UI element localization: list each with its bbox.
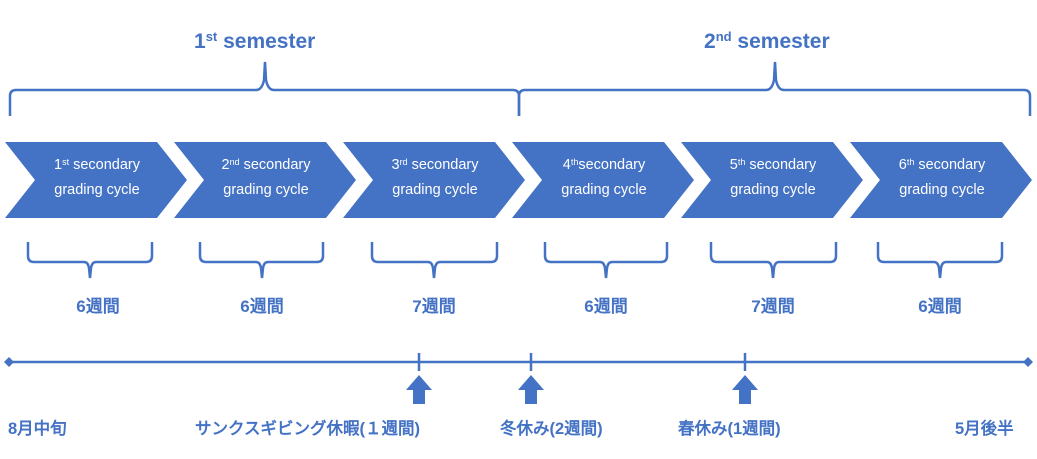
timeline-end-diamond xyxy=(1023,357,1033,367)
cycle-label-5: 5th secondary grading cycle xyxy=(729,157,817,198)
cycle-chevron-4 xyxy=(512,142,694,218)
weeks-brace-5 xyxy=(709,242,838,279)
weeks-label-1: 6週間 xyxy=(76,297,120,316)
marker-arrow-1 xyxy=(406,375,432,404)
semester-2-title: 2nd semester xyxy=(704,29,830,53)
marker-arrow-3 xyxy=(732,375,758,404)
semester-1-title: 1st semester xyxy=(194,29,316,53)
timeline-end-label: 5月後半 xyxy=(955,420,1014,438)
weeks-brace-1 xyxy=(26,242,154,279)
weeks-label-2: 6週間 xyxy=(240,297,284,316)
marker-label-thanksgiving: サンクスギビング休暇(１週間) xyxy=(195,420,420,438)
marker-label-spring: 春休み(1週間) xyxy=(678,420,781,438)
marker-arrow-2 xyxy=(518,375,544,404)
semester-1-brace xyxy=(8,61,521,116)
weeks-label-6: 6週間 xyxy=(918,297,962,316)
cycle-label-1: 1st secondary grading cycle xyxy=(53,157,141,198)
weeks-label-5: 7週間 xyxy=(751,297,795,316)
cycle-label-3: 3rd secondary grading cycle xyxy=(391,157,479,198)
weeks-brace-6 xyxy=(876,242,1004,279)
marker-label-winter: 冬休み(2週間) xyxy=(500,420,603,438)
weeks-label-4: 6週間 xyxy=(584,297,628,316)
cycle-chevron-1 xyxy=(5,142,187,218)
weeks-label-3: 7週間 xyxy=(412,297,456,316)
cycle-label-2: 2nd secondary grading cycle xyxy=(221,157,311,198)
cycle-chevron-6 xyxy=(850,142,1032,218)
cycle-chevron-3 xyxy=(343,142,525,218)
cycle-label-6: 6th secondary grading cycle xyxy=(898,157,986,198)
semester-2-brace xyxy=(517,61,1032,116)
weeks-brace-2 xyxy=(198,242,325,279)
weeks-brace-3 xyxy=(370,242,499,279)
cycle-chevron-2 xyxy=(174,142,356,218)
weeks-brace-4 xyxy=(543,242,669,279)
timeline-start-label: 8月中旬 xyxy=(8,420,67,438)
cycle-chevron-5 xyxy=(681,142,863,218)
timeline-start-diamond xyxy=(4,357,14,367)
cycle-label-4: 4thsecondary grading cycle xyxy=(561,157,647,198)
